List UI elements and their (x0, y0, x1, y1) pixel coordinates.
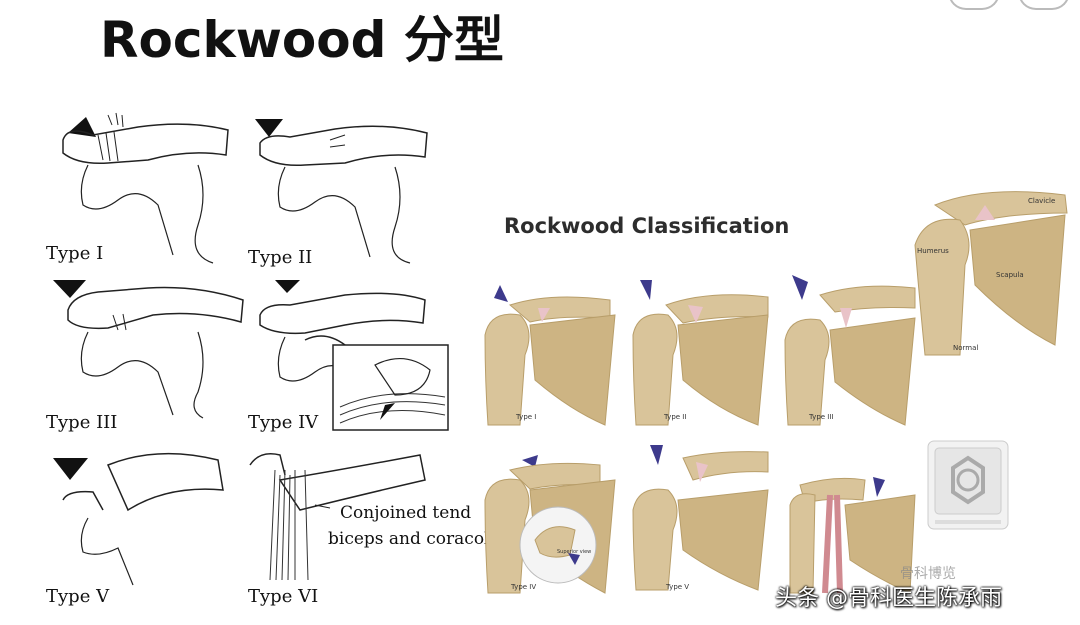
type-label: Type I (46, 243, 104, 264)
illustration-type-6 (789, 477, 916, 594)
down-arrow-icon (640, 280, 652, 300)
page-title: Rockwood 分型 (100, 11, 504, 69)
sketch-type-5 (53, 452, 224, 586)
type-label: Type V (46, 586, 110, 607)
sketch-type-6 (249, 453, 426, 581)
corner-decoration (1018, 0, 1070, 10)
down-arrow-icon (53, 458, 88, 480)
illustration-type-4 (484, 455, 616, 594)
bone-label: Normal (953, 344, 979, 352)
illustration-type-2 (632, 280, 769, 426)
down-arrow-icon (522, 455, 538, 467)
down-arrow-icon (275, 280, 300, 293)
type-label: Type III (46, 412, 118, 433)
type-label: Type III (809, 413, 834, 421)
corner-decoration (948, 0, 1000, 10)
normal-shoulder-illustration (914, 191, 1068, 356)
watermark-primary: 头条 @骨科医生陈承雨 (775, 586, 1002, 611)
type-label: Type II (248, 247, 313, 268)
sketch-type-2 (255, 119, 428, 264)
annotation-line: Conjoined tend (340, 503, 472, 523)
illustration-type-3 (784, 275, 916, 426)
illustration-type-1 (484, 285, 616, 426)
type-label: Type IV (511, 583, 537, 591)
sketch-type-3 (53, 280, 244, 419)
type-label: Type IV (248, 412, 319, 433)
down-arrow-icon (255, 119, 283, 137)
down-arrow-icon (792, 275, 808, 300)
type-label: Type V (666, 583, 690, 591)
type-label: Type I (516, 413, 537, 421)
sketch-type-4 (259, 280, 449, 431)
figure-heading: Rockwood Classification (504, 214, 790, 238)
down-arrow-icon (873, 477, 885, 497)
bone-label: Humerus (917, 247, 949, 255)
watermark-logo (927, 440, 1009, 530)
view-label: Superior view (557, 549, 592, 555)
sketch-type-1 (62, 112, 229, 264)
down-arrow-icon (494, 285, 508, 302)
down-arrow-icon (650, 445, 663, 465)
down-arrow-icon (68, 117, 96, 137)
annotation-line: biceps and coracob (328, 529, 495, 549)
bone-label: Clavicle (1028, 197, 1056, 205)
type-label: Type VI (248, 586, 319, 607)
illustration-type-5 (632, 445, 769, 591)
type-label: Type II (664, 413, 687, 421)
down-arrow-icon (53, 280, 86, 298)
bone-label: Scapula (996, 271, 1024, 279)
watermark-secondary: 骨科博览 (900, 566, 956, 582)
